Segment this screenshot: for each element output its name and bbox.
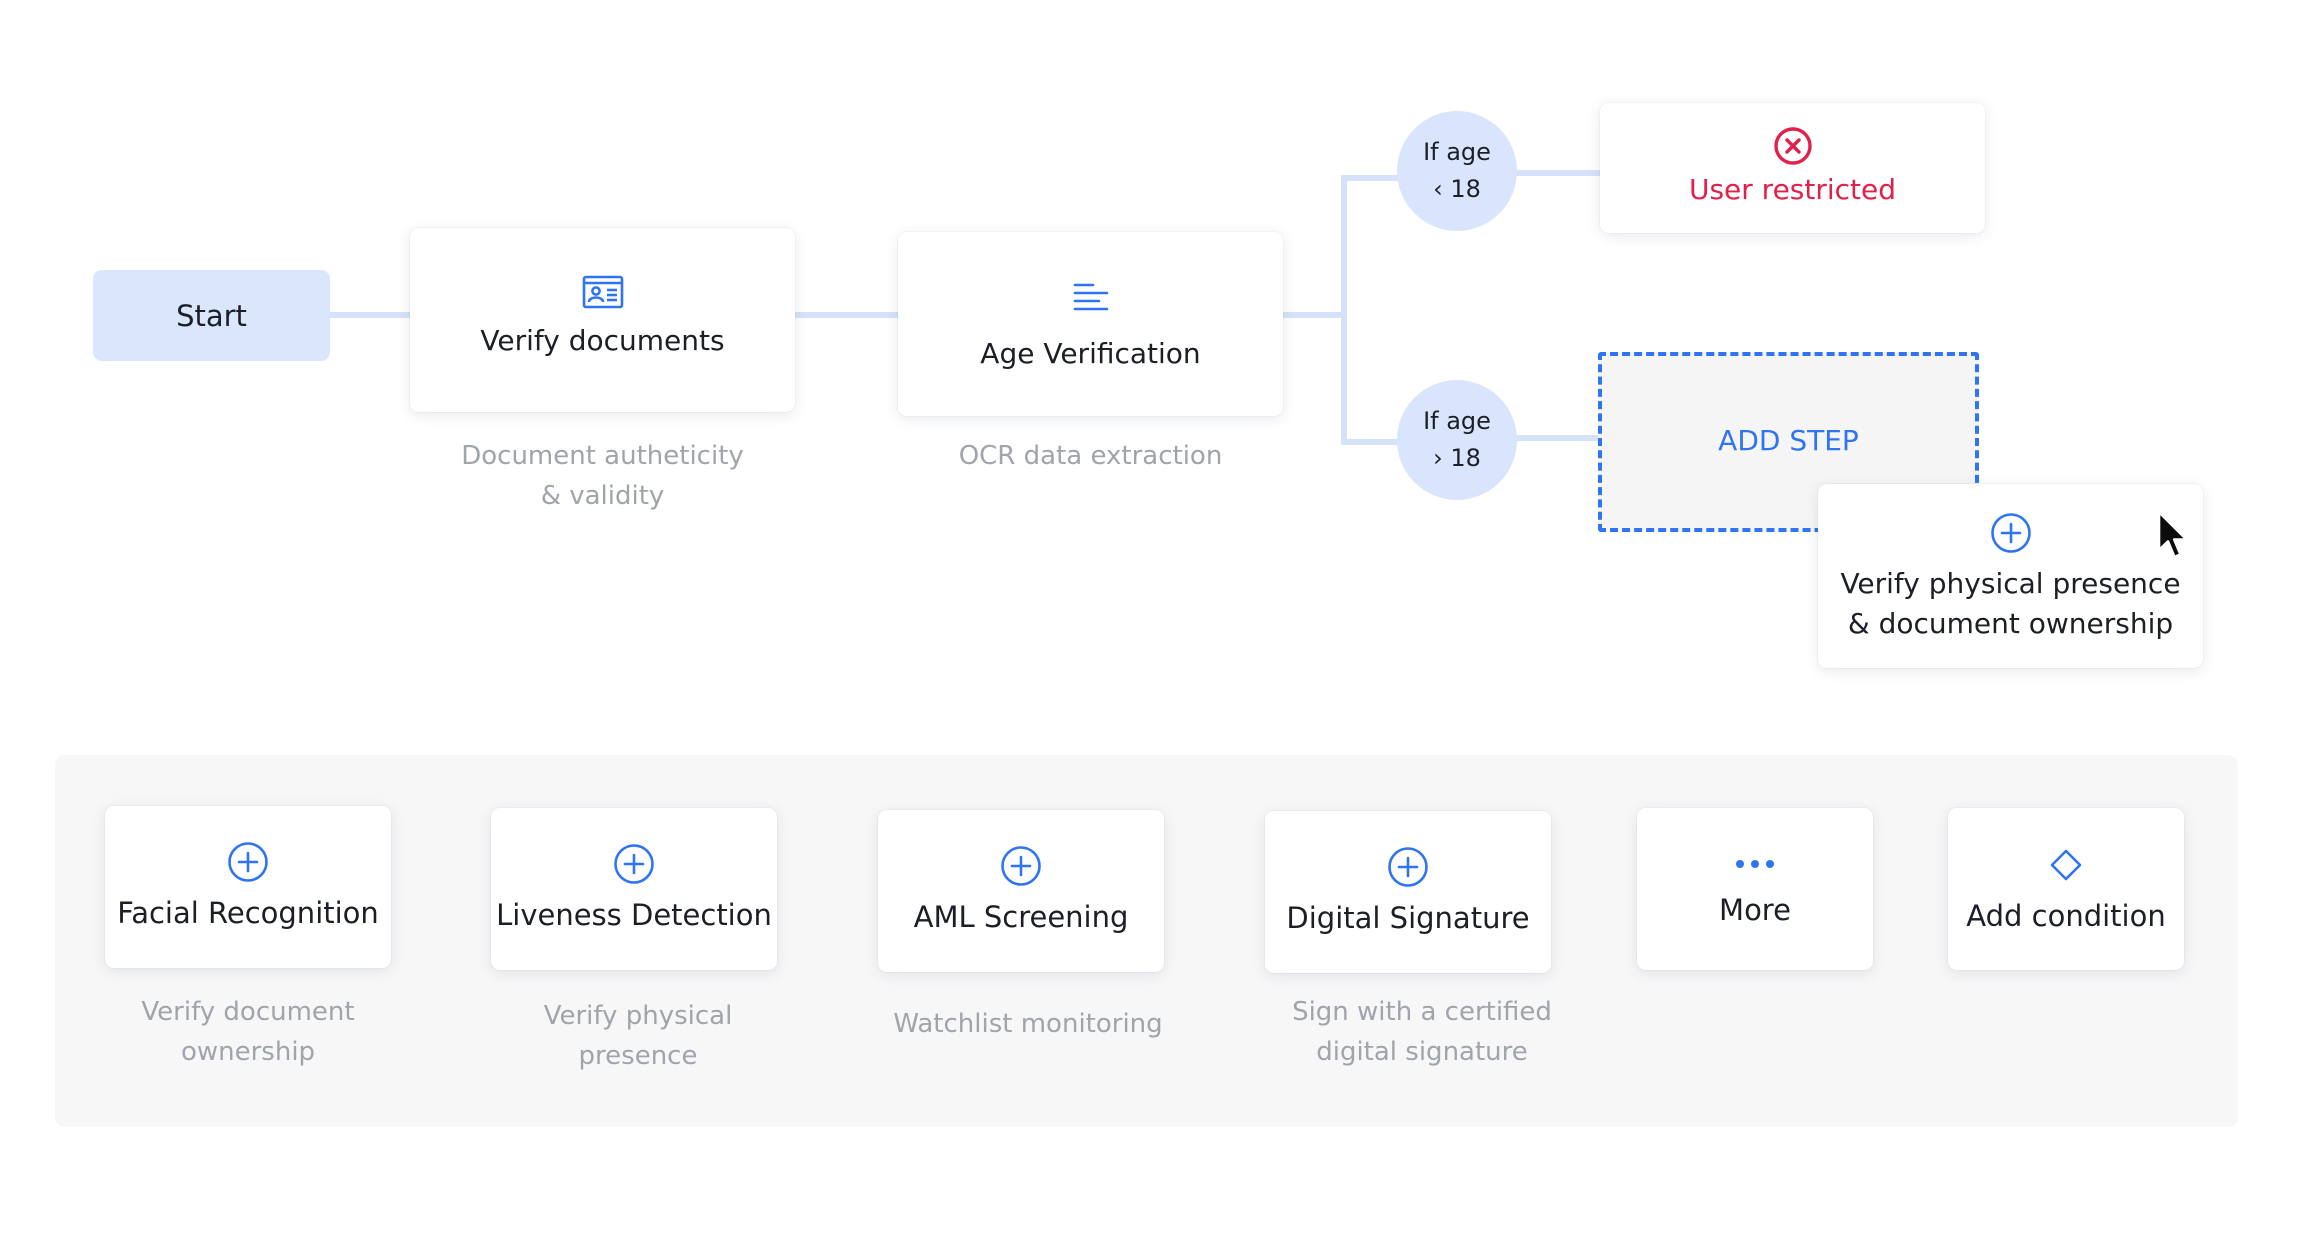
start-node[interactable]: Start: [93, 270, 330, 361]
plus-circle-icon: [1990, 513, 2031, 553]
verify-documents-title: Verify documents: [480, 324, 725, 357]
plus-circle-icon: [1001, 846, 1041, 886]
palette-item-subtitle: Watchlist monitoring: [893, 1009, 1163, 1039]
palette-item-title: Facial Recognition: [117, 896, 379, 930]
condition-label-line1: If age: [1423, 138, 1491, 166]
condition-label-line2: ‹ 18: [1433, 175, 1481, 203]
verify-documents-card[interactable]: Verify documents: [410, 228, 795, 412]
verify-documents-subtitle: Document autheticity & validity: [461, 441, 744, 511]
plus-circle-icon: [228, 842, 268, 882]
condition-age-over-18[interactable]: If age › 18: [1397, 380, 1517, 500]
palette-item-facial-recognition[interactable]: Facial Recognition: [105, 806, 391, 968]
age-verification-title: Age Verification: [980, 337, 1201, 370]
palette-item-subtitle: Verify document ownership: [141, 997, 355, 1067]
palette-item-subtitle: Sign with a certified digital signature: [1292, 997, 1552, 1067]
ellipsis-icon: [1736, 860, 1774, 868]
palette-item-title: AML Screening: [913, 900, 1129, 934]
palette-item-subtitle: Verify physical presence: [543, 1001, 733, 1071]
user-restricted-card[interactable]: User restricted: [1600, 103, 1985, 233]
x-circle-icon: [1773, 127, 1812, 165]
palette-item-digital-signature[interactable]: Digital Signature: [1265, 811, 1551, 973]
add-step-label: ADD STEP: [1718, 423, 1859, 457]
palette-item-title: More: [1719, 893, 1791, 927]
condition-age-under-18[interactable]: If age ‹ 18: [1397, 111, 1517, 231]
palette-item-more[interactable]: More: [1637, 808, 1873, 970]
user-restricted-title: User restricted: [1688, 173, 1897, 206]
plus-circle-icon: [1388, 847, 1428, 887]
text-lines-icon: [1073, 283, 1108, 311]
diamond-icon: [2050, 849, 2082, 881]
age-verification-card[interactable]: Age Verification: [898, 232, 1283, 416]
palette-item-add-condition[interactable]: Add condition: [1948, 808, 2184, 970]
condition-label-line1: If age: [1423, 407, 1491, 435]
id-card-icon: [582, 275, 623, 309]
palette-item-liveness-detection[interactable]: Liveness Detection: [491, 808, 777, 970]
age-verification-subtitle: OCR data extraction: [958, 441, 1223, 471]
palette-item-title: Liveness Detection: [496, 898, 772, 932]
start-label: Start: [176, 298, 247, 333]
dragged-step-title: Verify physical presence & document owne…: [1840, 567, 2181, 640]
cursor-icon: [2157, 510, 2188, 559]
palette-item-title: Add condition: [1966, 899, 2166, 933]
palette-item-aml-screening[interactable]: AML Screening: [878, 810, 1164, 972]
dragged-step-card[interactable]: Verify physical presence & document owne…: [1818, 484, 2203, 668]
plus-circle-icon: [614, 844, 654, 884]
condition-label-line2: › 18: [1433, 444, 1481, 472]
palette-item-title: Digital Signature: [1286, 901, 1530, 935]
